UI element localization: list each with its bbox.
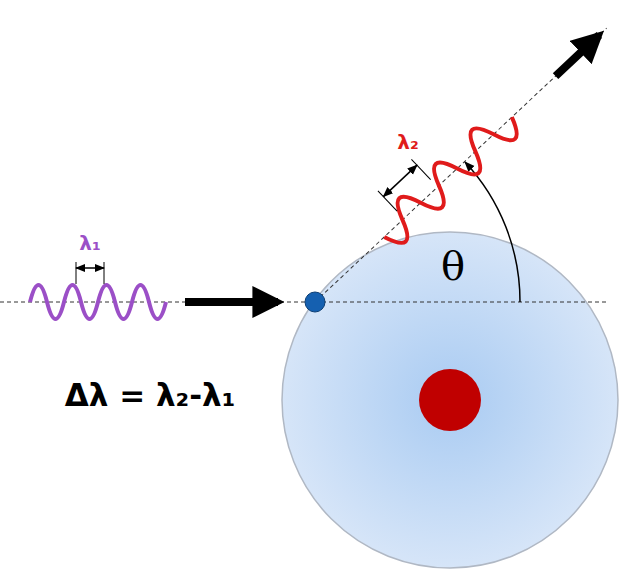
atom-cloud <box>282 232 618 568</box>
tick <box>411 159 430 179</box>
incident-wave <box>30 285 166 319</box>
incident-arrow <box>185 298 278 306</box>
scattered-wave <box>372 104 524 250</box>
angle-arc <box>465 162 520 302</box>
tick <box>104 262 105 284</box>
wavelength-label: λ₂ <box>397 130 418 154</box>
axis-line <box>0 302 606 303</box>
nucleus <box>419 369 481 431</box>
formula-label: Δλ = λ₂-λ₁ <box>65 377 235 413</box>
angle-label: θ <box>441 243 465 289</box>
electron <box>305 292 325 312</box>
wavelength-marker <box>383 165 417 196</box>
scatter-line <box>315 28 607 302</box>
scattered-arrow <box>556 35 600 76</box>
wavelength-marker <box>76 267 104 269</box>
wavelength-label: λ₁ <box>79 231 100 255</box>
tick <box>76 262 77 284</box>
tick <box>378 191 397 211</box>
